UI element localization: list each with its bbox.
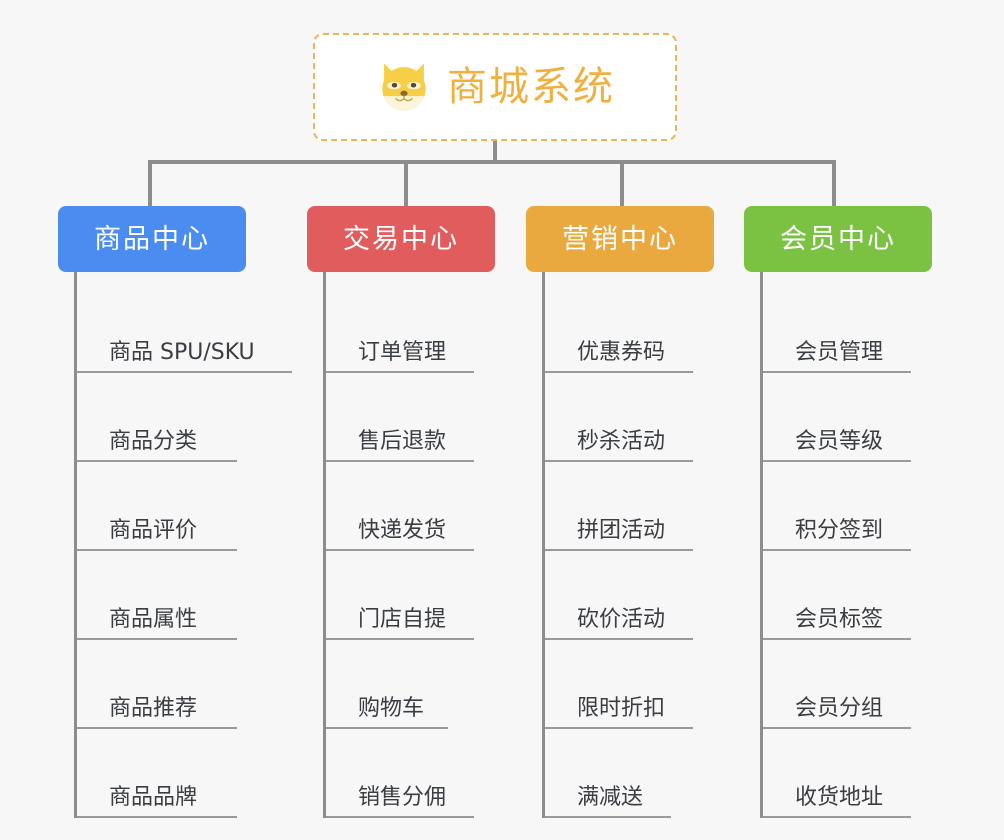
category-column-3: 营销中心 优惠券码 秒杀活动 拼团活动 砍价活动 限时折扣 xyxy=(526,206,714,818)
leaf-label: 秒杀活动 xyxy=(577,429,666,454)
leaf-label: 销售分佣 xyxy=(358,785,447,810)
connector-drop-1 xyxy=(148,160,152,208)
category-column-2: 交易中心 订单管理 售后退款 快递发货 门店自提 购物车 xyxy=(307,206,495,818)
leaf-underline xyxy=(763,549,911,551)
connector-drop-4 xyxy=(832,160,836,208)
leaf-underline xyxy=(326,727,448,729)
category-header-3[interactable]: 营销中心 xyxy=(526,206,714,272)
leaf-underline xyxy=(77,371,292,373)
category-label: 营销中心 xyxy=(562,223,678,255)
category-column-4: 会员中心 会员管理 会员等级 积分签到 会员标签 会员分组 xyxy=(744,206,932,818)
connector-stem xyxy=(493,141,497,163)
leaf-branch-3: 优惠券码 秒杀活动 拼团活动 砍价活动 限时折扣 满减送 xyxy=(542,272,714,818)
leaf-item[interactable]: 商品品牌 xyxy=(77,729,246,818)
shiba-dog-face-icon xyxy=(382,63,426,111)
leaf-item[interactable]: 收货地址 xyxy=(763,729,932,818)
leaf-item[interactable]: 会员等级 xyxy=(763,373,932,462)
leaf-underline xyxy=(77,816,237,818)
leaf-label: 优惠券码 xyxy=(577,340,666,365)
leaf-label: 满减送 xyxy=(577,785,644,810)
leaf-item[interactable]: 售后退款 xyxy=(326,373,495,462)
leaf-label: 商品评价 xyxy=(109,518,198,543)
leaf-item[interactable]: 优惠券码 xyxy=(545,284,714,373)
leaf-item[interactable]: 商品评价 xyxy=(77,462,246,551)
leaf-underline xyxy=(545,638,693,640)
leaf-branch-4: 会员管理 会员等级 积分签到 会员标签 会员分组 收货地址 xyxy=(760,272,932,818)
connector-drop-2 xyxy=(404,160,408,208)
leaf-label: 售后退款 xyxy=(358,429,447,454)
leaf-item[interactable]: 秒杀活动 xyxy=(545,373,714,462)
leaf-underline xyxy=(763,727,911,729)
leaf-label: 商品 SPU/SKU xyxy=(109,340,255,365)
leaf-item[interactable]: 购物车 xyxy=(326,640,495,729)
leaf-underline xyxy=(545,549,693,551)
leaf-label: 订单管理 xyxy=(358,340,447,365)
leaf-label: 拼团活动 xyxy=(577,518,666,543)
leaf-label: 商品推荐 xyxy=(109,696,198,721)
leaf-item[interactable]: 满减送 xyxy=(545,729,714,818)
leaf-label: 购物车 xyxy=(358,696,425,721)
leaf-item[interactable]: 积分签到 xyxy=(763,462,932,551)
leaf-underline xyxy=(545,816,671,818)
leaf-underline xyxy=(545,727,693,729)
leaf-label: 收货地址 xyxy=(795,785,884,810)
category-header-1[interactable]: 商品中心 xyxy=(58,206,246,272)
leaf-label: 会员分组 xyxy=(795,696,884,721)
leaf-underline xyxy=(77,460,237,462)
leaf-underline xyxy=(545,460,693,462)
category-label: 交易中心 xyxy=(343,223,459,255)
leaf-underline xyxy=(77,549,237,551)
leaf-label: 门店自提 xyxy=(358,607,447,632)
leaf-item[interactable]: 砍价活动 xyxy=(545,551,714,640)
leaf-item[interactable]: 商品推荐 xyxy=(77,640,246,729)
leaf-label: 积分签到 xyxy=(795,518,884,543)
leaf-item[interactable]: 门店自提 xyxy=(326,551,495,640)
connector-drop-3 xyxy=(620,160,624,208)
leaf-item[interactable]: 限时折扣 xyxy=(545,640,714,729)
leaf-label: 商品属性 xyxy=(109,607,198,632)
leaf-label: 快递发货 xyxy=(358,518,447,543)
leaf-item[interactable]: 订单管理 xyxy=(326,284,495,373)
leaf-label: 会员标签 xyxy=(795,607,884,632)
leaf-underline xyxy=(326,816,474,818)
category-column-1: 商品中心 商品 SPU/SKU 商品分类 商品评价 商品属性 商品推荐 xyxy=(58,206,292,818)
leaf-label: 商品分类 xyxy=(109,429,198,454)
leaf-label: 会员等级 xyxy=(795,429,884,454)
leaf-branch-2: 订单管理 售后退款 快递发货 门店自提 购物车 销售分佣 xyxy=(323,272,495,818)
leaf-label: 商品品牌 xyxy=(109,785,198,810)
leaf-item[interactable]: 销售分佣 xyxy=(326,729,495,818)
leaf-branch-1: 商品 SPU/SKU 商品分类 商品评价 商品属性 商品推荐 商品品牌 xyxy=(74,272,292,818)
root-title: 商城系统 xyxy=(447,64,615,110)
leaf-item[interactable]: 拼团活动 xyxy=(545,462,714,551)
leaf-label: 会员管理 xyxy=(795,340,884,365)
leaf-item[interactable]: 商品属性 xyxy=(77,551,246,640)
leaf-underline xyxy=(77,727,237,729)
leaf-item[interactable]: 会员分组 xyxy=(763,640,932,729)
connector-bus xyxy=(148,160,836,164)
category-header-4[interactable]: 会员中心 xyxy=(744,206,932,272)
leaf-underline xyxy=(763,816,911,818)
leaf-label: 砍价活动 xyxy=(577,607,666,632)
leaf-label: 限时折扣 xyxy=(577,696,666,721)
leaf-item[interactable]: 商品 SPU/SKU xyxy=(77,284,292,373)
leaf-item[interactable]: 商品分类 xyxy=(77,373,246,462)
leaf-underline xyxy=(326,460,474,462)
leaf-underline xyxy=(763,460,911,462)
leaf-underline xyxy=(763,371,911,373)
leaf-underline xyxy=(326,371,474,373)
leaf-underline xyxy=(77,638,237,640)
category-label: 商品中心 xyxy=(94,223,210,255)
leaf-item[interactable]: 快递发货 xyxy=(326,462,495,551)
leaf-underline xyxy=(545,371,693,373)
leaf-underline xyxy=(763,638,911,640)
root-node[interactable]: 商城系统 xyxy=(313,33,677,141)
leaf-underline xyxy=(326,638,474,640)
category-label: 会员中心 xyxy=(780,223,896,255)
category-header-2[interactable]: 交易中心 xyxy=(307,206,495,272)
leaf-underline xyxy=(326,549,474,551)
leaf-item[interactable]: 会员标签 xyxy=(763,551,932,640)
leaf-item[interactable]: 会员管理 xyxy=(763,284,932,373)
